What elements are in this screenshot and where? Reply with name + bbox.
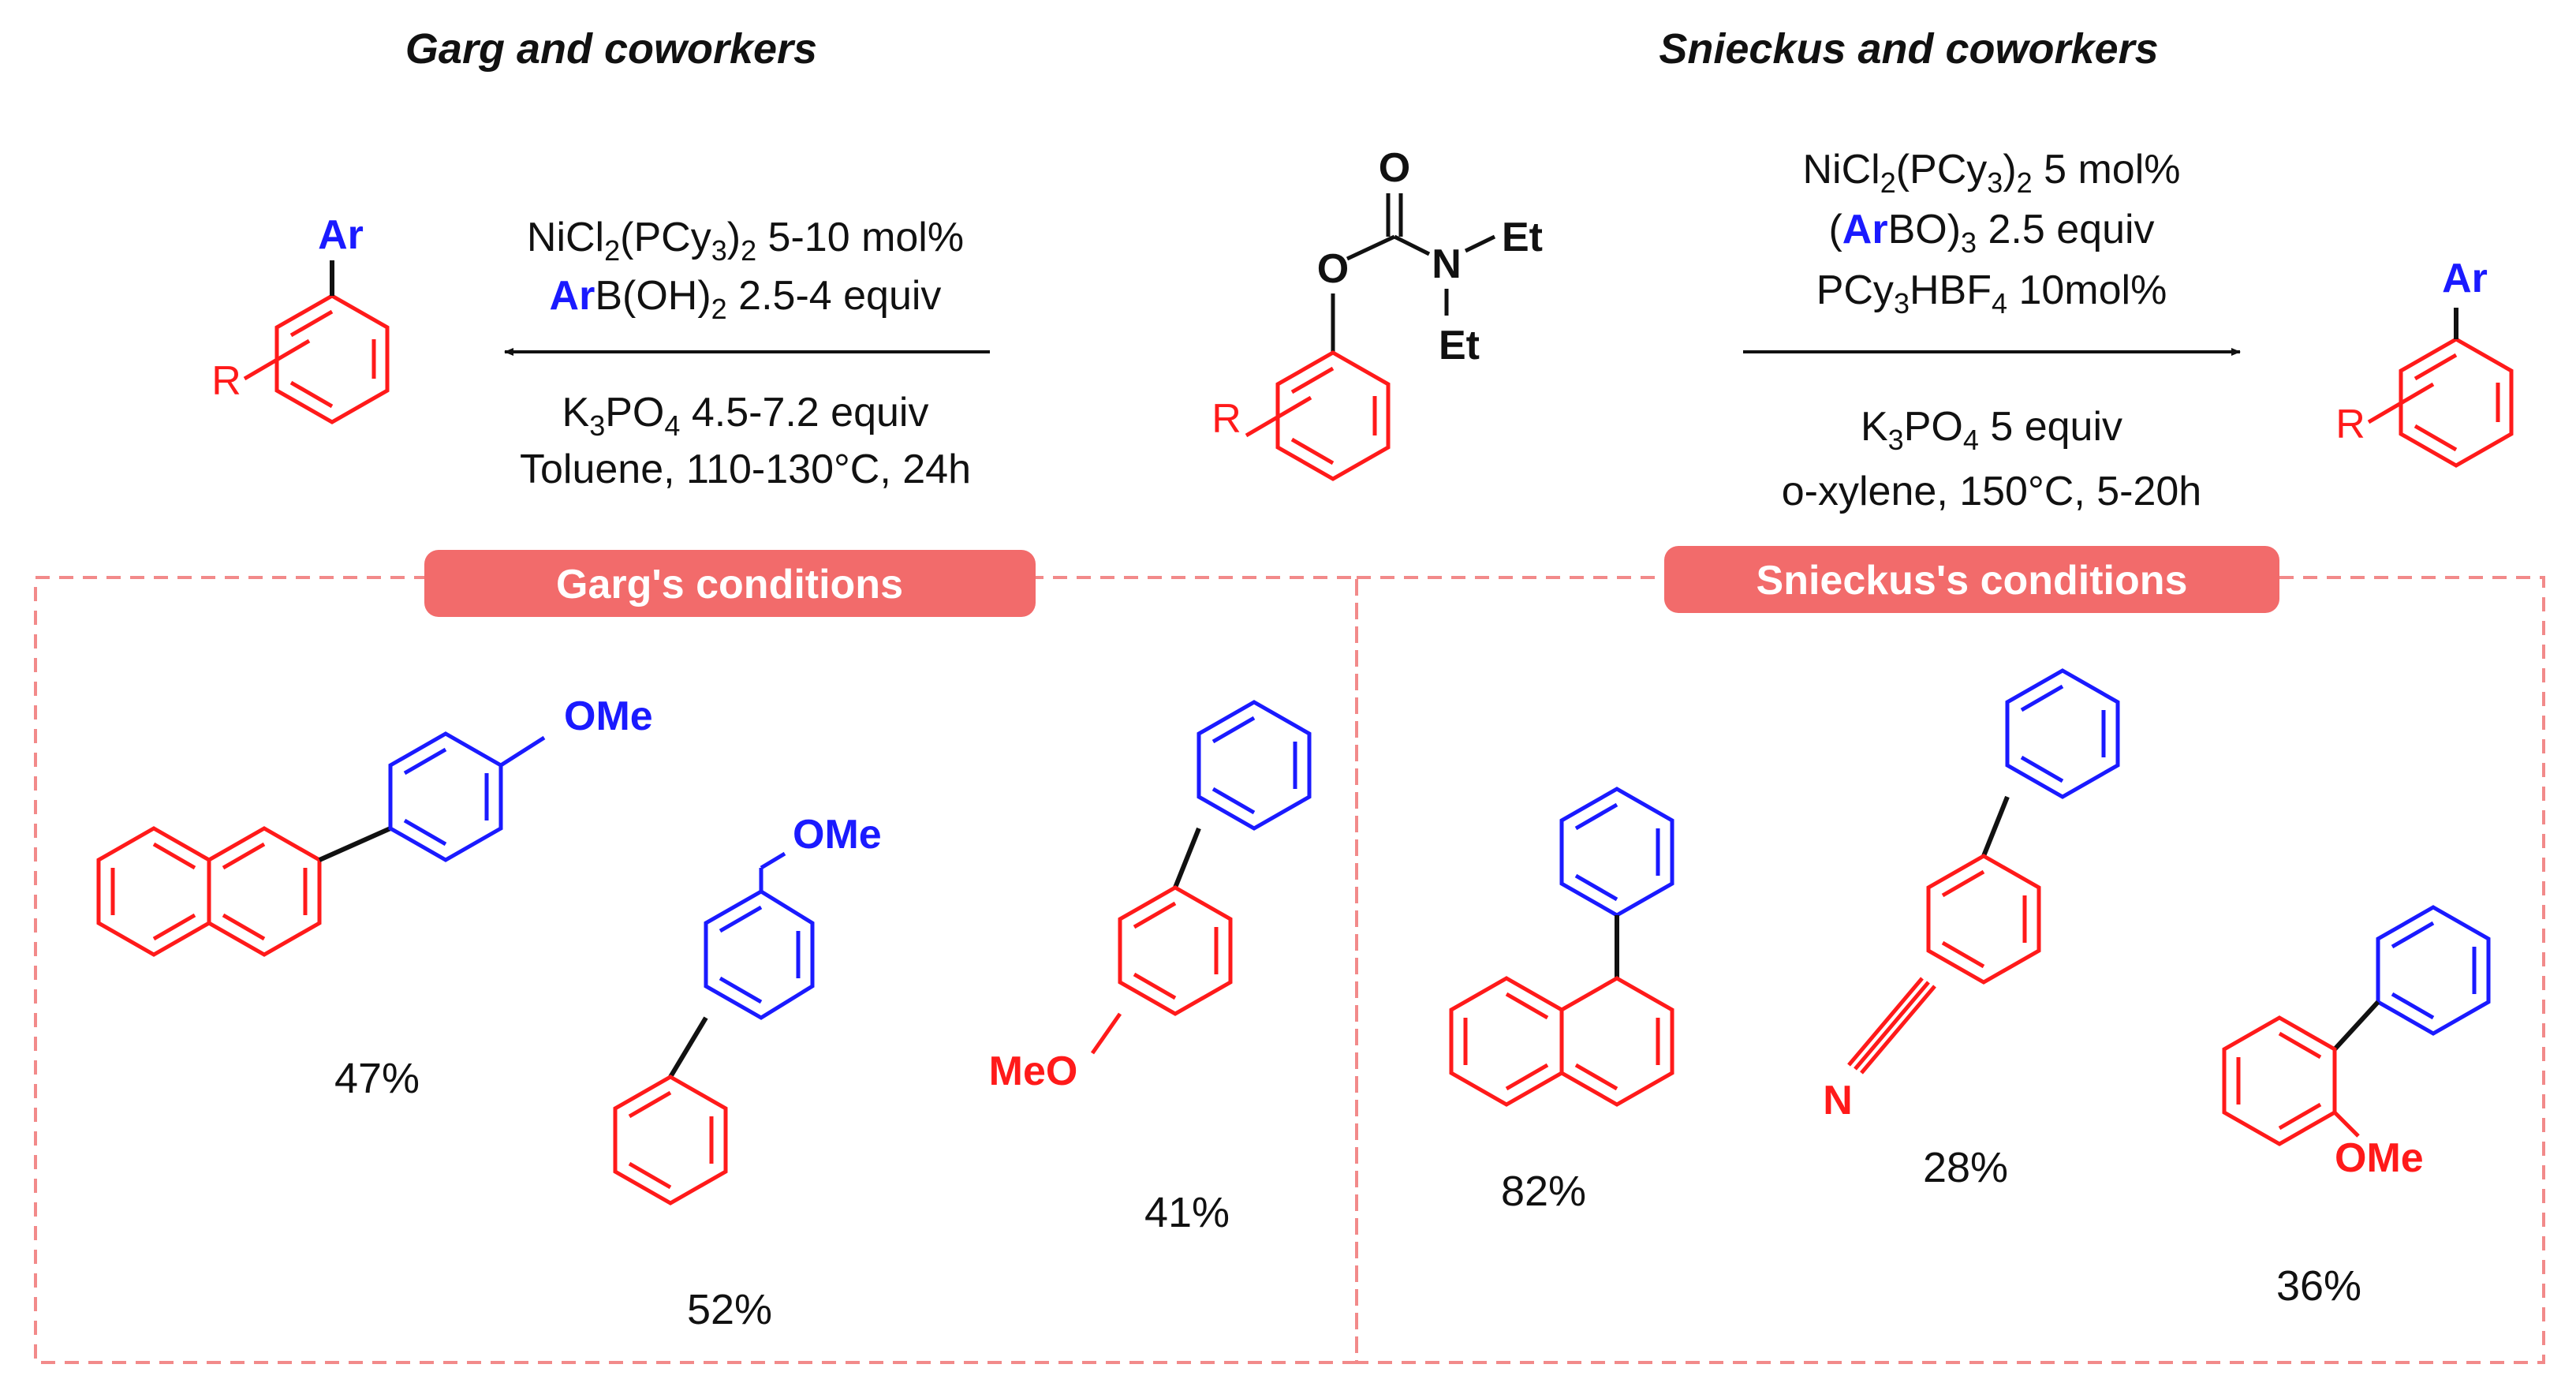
snieckus-conditions-box	[1355, 576, 2545, 1364]
snieckus-product-structure: Ar R	[2335, 256, 2514, 468]
garg-product-structure: Ar R	[211, 212, 390, 424]
garg-conditions-label: Garg's conditions	[556, 562, 903, 607]
snieckus-conditions-label: Snieckus's conditions	[1757, 558, 2188, 604]
snieckus-product-r: R	[2335, 402, 2365, 447]
snieckus-catalyst-line: NiCl2(PCy3)2 5 mol%	[1802, 147, 2180, 199]
snieckus-boroxine-line: (ArBO)3 2.5 equiv	[1828, 207, 2154, 259]
garg-product-r: R	[211, 358, 241, 404]
ethyl-group-1: Et	[1502, 215, 1543, 260]
aryl-carbamate-structure: O O N Et Et R	[1211, 145, 1543, 481]
ester-oxygen: O	[1317, 246, 1349, 292]
snieckus-heading: Snieckus and coworkers	[1659, 25, 2158, 73]
carbamate-nitrogen: N	[1432, 241, 1462, 287]
garg-example-1-yield: 47%	[334, 1055, 420, 1102]
snieckus-ligand-line: PCy3HBF4 10mol%	[1816, 267, 2167, 320]
ethyl-group-2: Et	[1439, 323, 1480, 368]
snieckus-example-2-group: N	[1823, 1078, 1853, 1123]
garg-boronic-line: ArB(OH)2 2.5-4 equiv	[550, 273, 942, 325]
garg-heading: Garg and coworkers	[405, 25, 817, 73]
snieckus-example-3-group: OMe	[2335, 1135, 2424, 1181]
garg-conditions-pill	[424, 550, 1036, 617]
garg-example-2-yield: 52%	[687, 1286, 772, 1333]
garg-example-1-group: OMe	[564, 693, 653, 739]
snieckus-example-2-structure: N	[1823, 668, 2120, 1123]
carbamate-r: R	[1211, 396, 1241, 442]
garg-conditions-box	[34, 576, 1358, 1364]
carbonyl-oxygen: O	[1379, 145, 1410, 191]
snieckus-base-line: K3PO4 5 equiv	[1861, 404, 2122, 456]
snieckus-example-1-yield: 82%	[1501, 1168, 1586, 1215]
snieckus-solvent-line: o-xylene, 150°C, 5-20h	[1782, 469, 2201, 514]
garg-example-3-structure: MeO	[989, 700, 1312, 1094]
garg-catalyst-line: NiCl2(PCy3)2 5-10 mol%	[527, 215, 964, 267]
snieckus-product-ar: Ar	[2442, 256, 2488, 301]
garg-base-line: K3PO4 4.5-7.2 equiv	[562, 390, 929, 442]
snieckus-example-3-yield: 36%	[2276, 1262, 2361, 1310]
garg-reagents: NiCl2(PCy3)2 5-10 mol% ArB(OH)2 2.5-4 eq…	[504, 215, 990, 492]
snieckus-example-1-structure	[1449, 787, 1674, 1107]
snieckus-reagents: NiCl2(PCy3)2 5 mol% (ArBO)3 2.5 equiv PC…	[1743, 147, 2241, 514]
garg-solvent-line: Toluene, 110-130°C, 24h	[520, 447, 971, 492]
garg-example-3-yield: 41%	[1144, 1189, 1230, 1236]
garg-example-3-group: MeO	[989, 1048, 1078, 1094]
snieckus-example-2-yield: 28%	[1923, 1144, 2008, 1191]
snieckus-example-3-structure: OMe	[2222, 905, 2491, 1181]
garg-example-2-group: OMe	[793, 812, 882, 858]
garg-example-1-structure: OMe	[96, 693, 653, 957]
snieckus-conditions-pill	[1664, 546, 2279, 613]
garg-example-2-structure: OMe	[613, 812, 882, 1205]
garg-product-ar: Ar	[318, 212, 364, 258]
